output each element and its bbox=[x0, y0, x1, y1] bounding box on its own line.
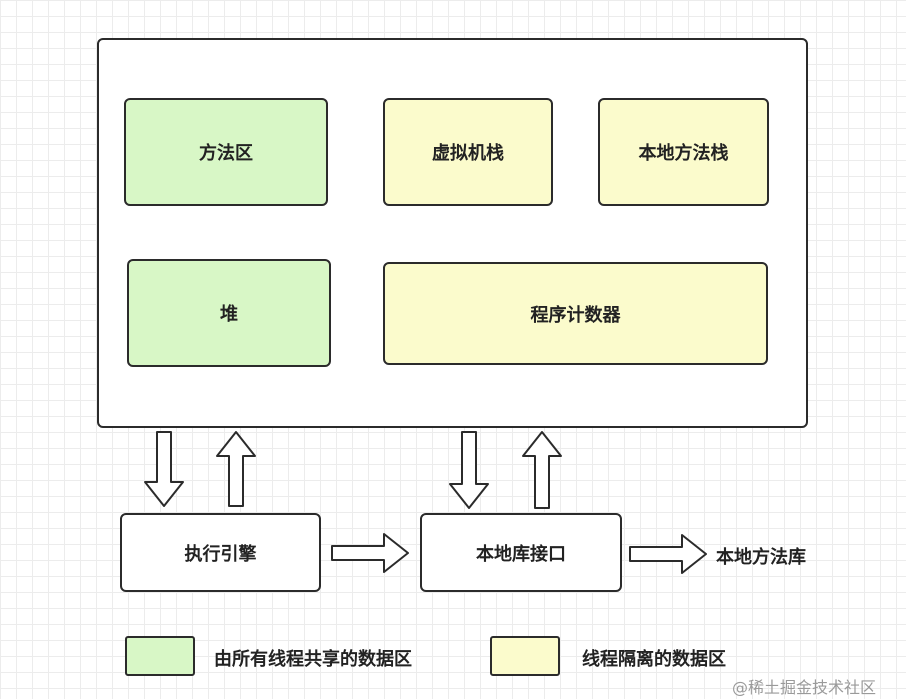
right-arrow-interface-to-library bbox=[628, 533, 708, 575]
native-library-label: 本地方法库 bbox=[716, 547, 806, 568]
legend-isolated-swatch bbox=[490, 636, 560, 676]
up-arrow-from-engine bbox=[215, 430, 257, 508]
legend-shared-label: 由所有线程共享的数据区 bbox=[214, 649, 412, 670]
execution-engine-label: 执行引擎 bbox=[184, 543, 257, 565]
native-interface-label: 本地库接口 bbox=[476, 543, 566, 565]
method-area-label: 方法区 bbox=[199, 143, 253, 164]
heap-box: 堆 bbox=[127, 259, 331, 367]
execution-engine-box: 执行引擎 bbox=[120, 513, 321, 592]
native-method-stack-box: 本地方法栈 bbox=[598, 98, 769, 206]
right-arrow-engine-to-interface bbox=[330, 532, 410, 574]
native-interface-box: 本地库接口 bbox=[420, 513, 622, 592]
watermark-text: @稀土掘金技术社区 bbox=[732, 678, 877, 697]
legend-shared-swatch bbox=[125, 636, 195, 676]
heap-label: 堆 bbox=[220, 304, 238, 325]
native-method-stack-label: 本地方法栈 bbox=[638, 143, 729, 164]
down-arrow-to-engine bbox=[143, 430, 185, 508]
program-counter-box: 程序计数器 bbox=[383, 262, 768, 365]
runtime-data-area bbox=[97, 38, 808, 428]
legend-isolated-label: 线程隔离的数据区 bbox=[582, 649, 726, 670]
vm-stack-label: 虚拟机栈 bbox=[432, 143, 504, 164]
vm-stack-box: 虚拟机栈 bbox=[383, 98, 553, 206]
up-arrow-from-native-interface bbox=[521, 430, 563, 510]
program-counter-label: 程序计数器 bbox=[530, 304, 621, 326]
method-area-box: 方法区 bbox=[124, 98, 328, 206]
down-arrow-to-native-interface bbox=[448, 430, 490, 510]
